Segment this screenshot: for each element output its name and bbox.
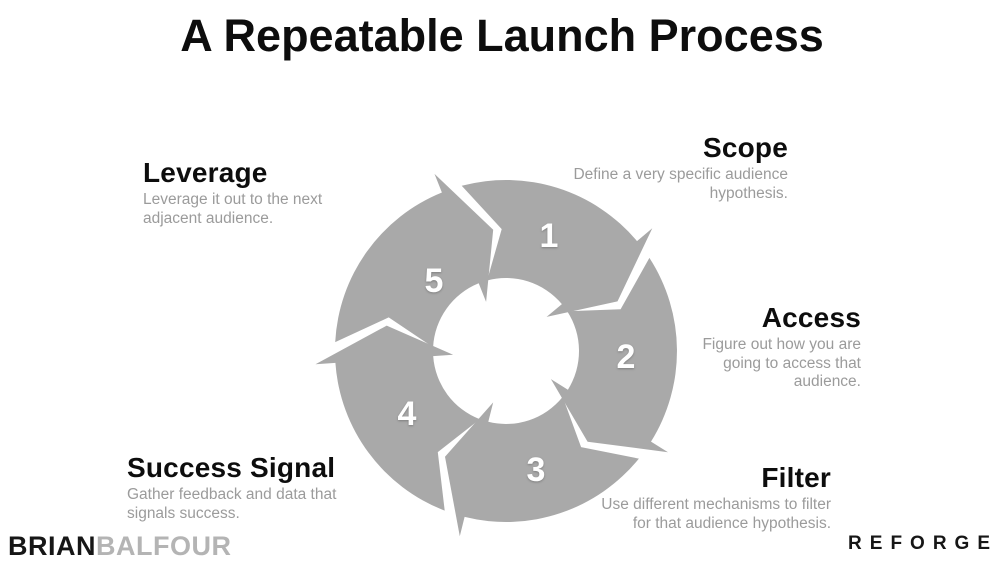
step-desc-line: adjacent audience. <box>143 209 274 227</box>
step-desc-filter: Use different mechanisms to filter for t… <box>601 496 831 533</box>
cycle-segment-3 <box>445 396 639 537</box>
step-name-leverage: Leverage <box>143 157 268 188</box>
step-desc-line: Leverage it out to the next <box>143 191 323 208</box>
brand-brian-text: BRIAN <box>8 531 96 561</box>
step-desc-line: Gather feedback and data that <box>127 486 337 503</box>
step-desc-leverage: Leverage it out to the next adjacent aud… <box>143 191 322 228</box>
brand-balfour-text: BALFOUR <box>96 531 232 561</box>
cycle-segments <box>315 173 677 537</box>
step-desc-line: Define a very specific audience <box>573 166 788 183</box>
step-name-access: Access <box>761 302 861 333</box>
step-label-success-signal: Success Signal Gather feedback and data … <box>127 452 336 523</box>
cycle-diagram: 1 2 3 4 5 <box>315 173 677 537</box>
brand-reforge: REFORGE <box>848 533 998 554</box>
slide-title: A Repeatable Launch Process <box>180 10 824 61</box>
cycle-segment-2 <box>550 257 677 453</box>
step-desc-line: hypothesis. <box>709 184 788 202</box>
step-desc-line: going to access that <box>723 354 861 372</box>
step-label-scope: Scope Define a very specific audience hy… <box>573 132 788 203</box>
step-name-success-signal: Success Signal <box>127 452 336 483</box>
cycle-segment-4 <box>315 325 480 511</box>
brand-brianbalfour: BRIANBALFOUR <box>8 531 231 562</box>
step-number-5: 5 <box>425 262 444 300</box>
step-number-2: 2 <box>617 338 636 376</box>
step-label-access: Access Figure out how you are going to a… <box>702 302 861 392</box>
step-label-leverage: Leverage Leverage it out to the next adj… <box>143 157 322 228</box>
step-number-4: 4 <box>398 395 417 433</box>
step-label-filter: Filter Use different mechanisms to filte… <box>601 462 831 533</box>
step-desc-line: audience. <box>793 373 861 390</box>
step-name-filter: Filter <box>761 462 831 493</box>
step-number-3: 3 <box>527 451 546 489</box>
step-desc-line: Use different mechanisms to filter <box>601 496 831 513</box>
step-desc-line: signals success. <box>127 504 240 522</box>
step-desc-success-signal: Gather feedback and data that signals su… <box>127 486 336 523</box>
step-desc-access: Figure out how you are going to access t… <box>702 336 861 392</box>
cycle-segment-1 <box>461 179 653 317</box>
cycle-segment-5 <box>335 173 494 348</box>
step-desc-scope: Define a very specific audience hypothes… <box>573 166 788 203</box>
step-number-1: 1 <box>540 217 559 255</box>
step-name-scope: Scope <box>702 132 788 163</box>
step-desc-line: Figure out how you are <box>702 336 861 353</box>
step-desc-line: for that audience hypothesis. <box>632 514 831 532</box>
cycle-step-numbers: 1 2 3 4 5 <box>398 217 636 489</box>
